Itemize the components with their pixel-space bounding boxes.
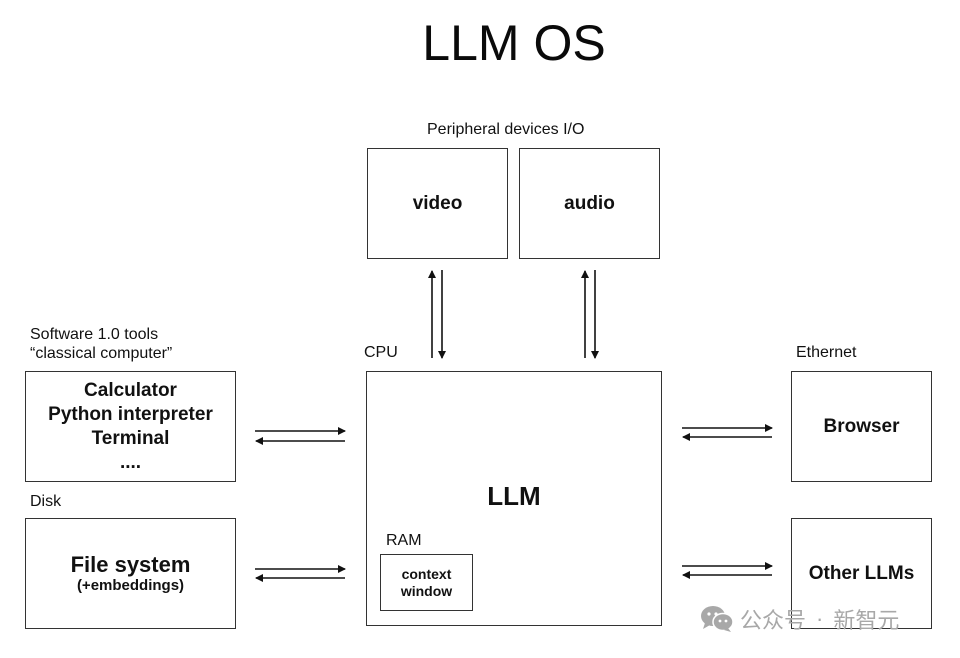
video-arrows (428, 270, 446, 359)
software-label: Software 1.0 tools “classical computer” (30, 325, 172, 363)
audio-arrows (581, 270, 599, 359)
file-system-box: File system (+embeddings) (25, 518, 236, 629)
embeddings-label: (+embeddings) (76, 577, 185, 594)
context-window-line1: context (401, 565, 452, 582)
other-llms-arrows (682, 562, 773, 579)
llm-label: LLM (487, 481, 541, 511)
cpu-box: LLM RAM context window (366, 371, 662, 626)
audio-label: audio (564, 192, 615, 214)
browser-box: Browser (791, 371, 932, 482)
diagram-title: LLM OS (422, 15, 606, 71)
browser-arrows (682, 424, 773, 441)
cpu-label: CPU (364, 344, 398, 361)
ram-label: RAM (386, 532, 422, 549)
browser-label: Browser (823, 415, 900, 437)
tool-python-interpreter: Python interpreter (48, 403, 213, 425)
video-box: video (367, 148, 508, 259)
watermark: 公众号 · 新智元 (700, 603, 899, 635)
context-window-line2: window (400, 582, 453, 599)
other-llms-box: Other LLMs (791, 518, 932, 629)
software-tools-box: Calculator Python interpreter Terminal .… (25, 371, 236, 482)
ethernet-label: Ethernet (796, 344, 857, 361)
video-label: video (412, 192, 463, 214)
wechat-icon (701, 606, 734, 632)
watermark-brand: 新智元 (833, 608, 900, 633)
peripheral-label: Peripheral devices I/O (427, 121, 585, 138)
context-window-box: context window (380, 554, 473, 611)
audio-box: audio (519, 148, 660, 259)
other-llms-label: Other LLMs (808, 562, 915, 584)
software-label-line1: Software 1.0 tools (30, 326, 159, 343)
tool-ellipsis: .... (119, 451, 142, 473)
tool-terminal: Terminal (91, 427, 170, 449)
software-label-line2: “classical computer” (30, 345, 173, 362)
software-arrows (255, 427, 346, 445)
disk-label: Disk (30, 493, 62, 510)
file-system-label: File system (70, 552, 191, 577)
watermark-separator: · (816, 606, 824, 631)
watermark-account-text: 公众号 (740, 608, 807, 633)
disk-arrows (255, 565, 346, 582)
tool-calculator: Calculator (84, 379, 177, 401)
